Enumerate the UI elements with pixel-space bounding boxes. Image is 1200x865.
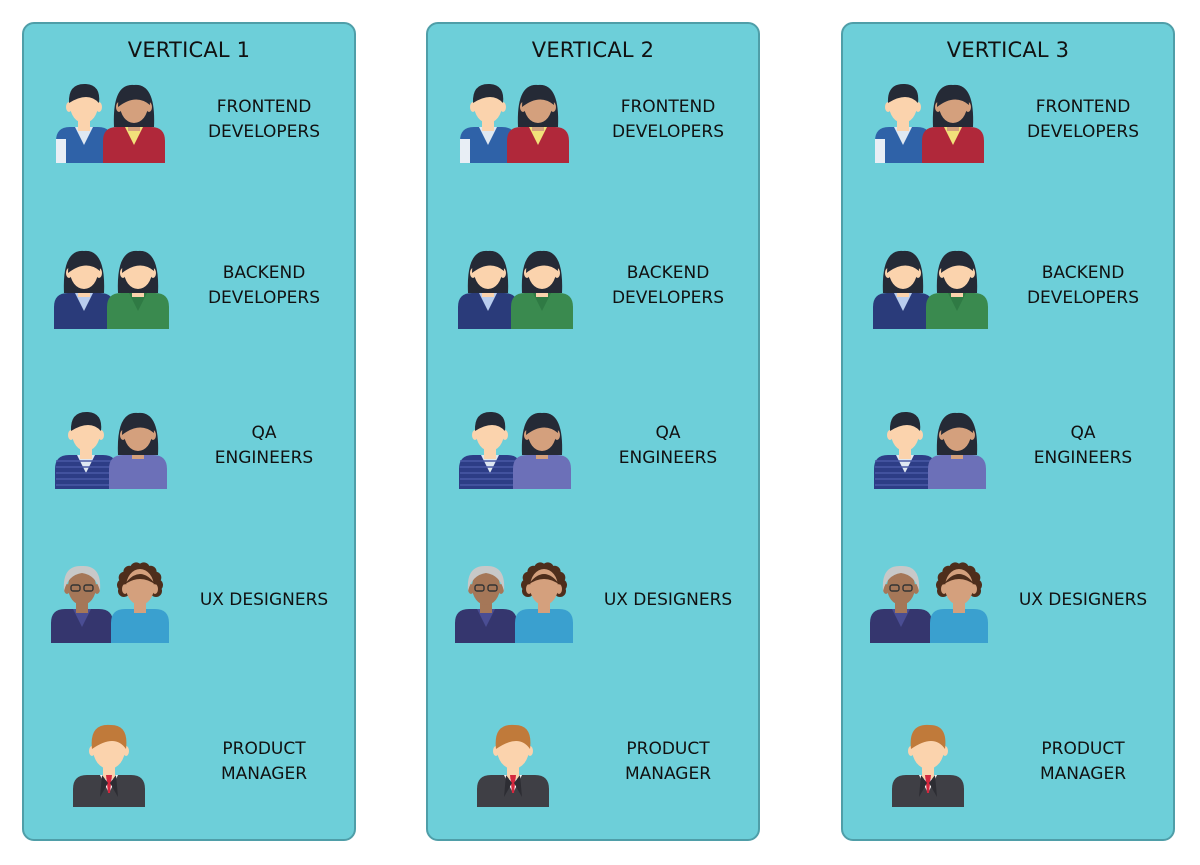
- role-label-line-1: UX DESIGNERS: [199, 589, 329, 610]
- role-label-line-2: MANAGER: [624, 764, 712, 784]
- role-label-line-2: DEVELOPERS: [207, 288, 321, 308]
- role-label-line-1: PRODUCT: [1041, 739, 1125, 759]
- role-label: PRODUCT MANAGER: [1003, 737, 1163, 787]
- product-manager-icon: [863, 717, 993, 811]
- role-label-line-1: PRODUCT: [626, 739, 710, 759]
- panel-title: VERTICAL 3: [946, 38, 1070, 62]
- role-label-line-2: DEVELOPERS: [611, 288, 725, 308]
- qa-engineers-icon: [46, 401, 176, 495]
- product-manager-icon: [448, 717, 578, 811]
- role-label-line-1: BACKEND: [626, 263, 710, 283]
- role-label: UX DESIGNERS: [1003, 588, 1163, 613]
- ux-designers-icon: [450, 555, 580, 649]
- role-label: UX DESIGNERS: [588, 588, 748, 613]
- role-label: BACKEND DEVELOPERS: [1003, 261, 1163, 311]
- role-label: PRODUCT MANAGER: [588, 737, 748, 787]
- role-label-line-2: ENGINEERS: [214, 448, 314, 468]
- backend-developers-icon: [46, 241, 176, 335]
- role-label: PRODUCT MANAGER: [184, 737, 344, 787]
- role-label: BACKEND DEVELOPERS: [184, 261, 344, 311]
- role-label-line-2: DEVELOPERS: [611, 122, 725, 142]
- role-label-line-2: ENGINEERS: [618, 448, 718, 468]
- role-label: QA ENGINEERS: [184, 421, 344, 471]
- role-label-line-1: UX DESIGNERS: [603, 589, 733, 610]
- role-label: FRONTEND DEVELOPERS: [1003, 95, 1163, 145]
- role-label-line-2: ENGINEERS: [1033, 448, 1133, 468]
- ux-designers-icon: [46, 555, 176, 649]
- role-label-line-1: QA: [655, 423, 681, 443]
- role-label-line-2: MANAGER: [1039, 764, 1127, 784]
- role-label-line-2: DEVELOPERS: [1026, 122, 1140, 142]
- frontend-developers-icon: [865, 75, 995, 169]
- role-label: BACKEND DEVELOPERS: [588, 261, 748, 311]
- vertical-panel-1: VERTICAL 1 FRONTEND DEVELOPERS BACKEND DEVE…: [22, 22, 356, 841]
- role-label-line-1: PRODUCT: [222, 739, 306, 759]
- vertical-panel-3: VERTICAL 3 FRONTEND DEVELOPERS BACKEND DEVE…: [841, 22, 1175, 841]
- role-label-line-2: DEVELOPERS: [1026, 288, 1140, 308]
- backend-developers-icon: [865, 241, 995, 335]
- panel-title: VERTICAL 1: [127, 38, 251, 62]
- role-label: FRONTEND DEVELOPERS: [184, 95, 344, 145]
- role-label-line-2: DEVELOPERS: [207, 122, 321, 142]
- qa-engineers-icon: [865, 401, 995, 495]
- role-label-line-2: MANAGER: [220, 764, 308, 784]
- backend-developers-icon: [450, 241, 580, 335]
- ux-designers-icon: [865, 555, 995, 649]
- qa-engineers-icon: [450, 401, 580, 495]
- role-label-line-1: BACKEND: [222, 263, 306, 283]
- role-label-line-1: UX DESIGNERS: [1018, 589, 1148, 610]
- vertical-panel-2: VERTICAL 2 FRONTEND DEVELOPERS BACKEND DEVE…: [426, 22, 760, 841]
- panel-title: VERTICAL 2: [531, 38, 655, 62]
- role-label: UX DESIGNERS: [184, 588, 344, 613]
- role-label: QA ENGINEERS: [1003, 421, 1163, 471]
- frontend-developers-icon: [46, 75, 176, 169]
- role-label-line-1: FRONTEND: [620, 97, 716, 117]
- role-label-line-1: FRONTEND: [216, 97, 312, 117]
- role-label-line-1: QA: [1070, 423, 1096, 443]
- role-label-line-1: QA: [251, 423, 277, 443]
- frontend-developers-icon: [450, 75, 580, 169]
- role-label-line-1: FRONTEND: [1035, 97, 1131, 117]
- role-label-line-1: BACKEND: [1041, 263, 1125, 283]
- role-label: FRONTEND DEVELOPERS: [588, 95, 748, 145]
- product-manager-icon: [44, 717, 174, 811]
- role-label: QA ENGINEERS: [588, 421, 748, 471]
